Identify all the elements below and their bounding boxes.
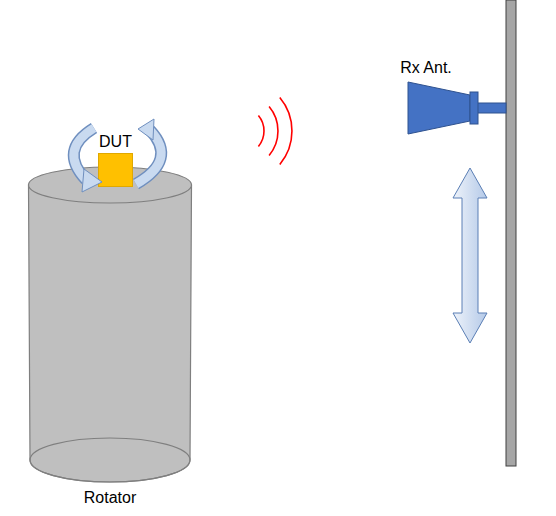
horn-flange <box>470 92 478 124</box>
node-outline <box>98 153 133 187</box>
dut-box: DUT <box>98 153 133 187</box>
antenna-mount <box>476 103 506 113</box>
cylinder-body <box>29 185 192 482</box>
node-outline <box>408 82 506 134</box>
horn-flare <box>408 82 470 134</box>
rotator-cylinder: Rotator <box>28 167 192 482</box>
node-label: Rx Ant. <box>400 58 452 77</box>
height-scan-arrow <box>453 168 487 343</box>
node-outline <box>28 167 192 482</box>
node-label: Rotator <box>84 488 136 507</box>
node-label: DUT <box>99 132 132 151</box>
cylinder-bottom <box>30 438 190 482</box>
radio-waves <box>258 98 292 165</box>
mast-pole <box>506 0 516 466</box>
rx-antenna: Rx Ant. <box>408 82 506 134</box>
dut-body <box>99 154 133 187</box>
